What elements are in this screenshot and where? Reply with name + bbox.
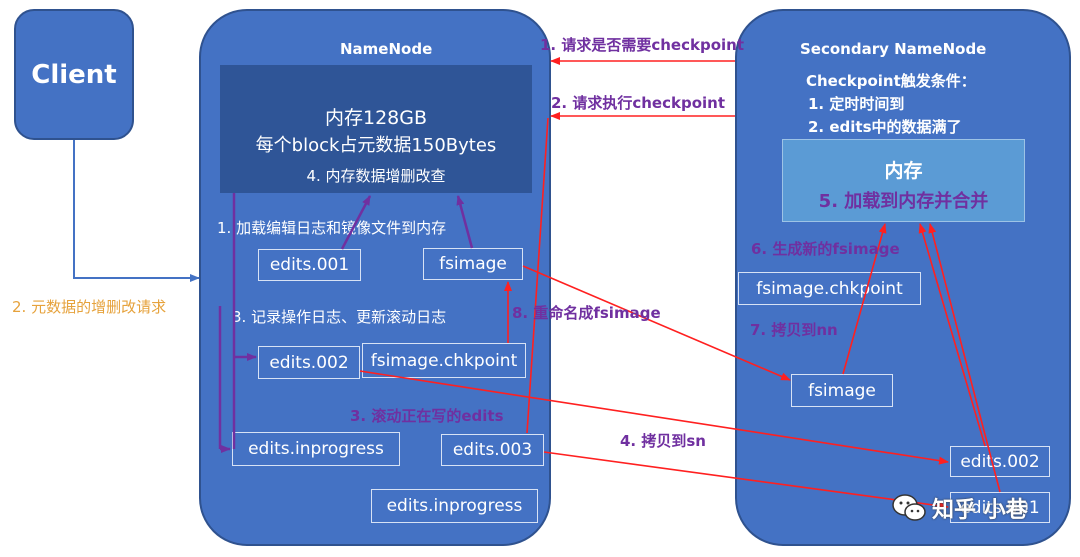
namenode-title: NameNode: [340, 40, 433, 58]
wechat-icon: [892, 494, 926, 521]
nn-edits001-file: edits.001: [258, 249, 361, 281]
sn-fsimage-to-memory: [842, 223, 887, 375]
arrow-2-label: 2. 请求执行checkpoint: [551, 94, 726, 112]
secondary-title: Secondary NameNode: [800, 40, 987, 58]
sn-edits002-file: edits.002: [950, 446, 1050, 477]
secondary-memory: 内存 5. 加载到内存并合并: [782, 139, 1025, 222]
nn-edits003-file: edits.003: [441, 434, 544, 466]
namenode-memory: 内存128GB 每个block占元数据150Bytes 4. 内存数据增删改查: [220, 65, 532, 193]
nn-edits-inprogress-file: edits.inprogress: [232, 432, 400, 466]
arrow-3-roll-edits: [526, 117, 549, 434]
edits001-to-memory: [340, 195, 372, 250]
watermark: 知乎 小巷: [892, 492, 1028, 524]
step3-record-label: 3. 记录操作日志、更新滚动日志: [232, 308, 447, 326]
memory-size: 内存128GB: [324, 107, 428, 129]
nn-edits-inprogress-new-file: edits.inprogress: [371, 489, 538, 523]
copy-fsimage-to-sn: [522, 265, 791, 381]
watermark-text: 知乎 小巷: [932, 498, 1028, 523]
fsimage-to-memory: [456, 195, 474, 249]
sn-fsimage-file: fsimage: [791, 374, 893, 407]
arrow-4-copy-edits003: [543, 451, 949, 510]
arrow-7-copy-to-nn: [523, 364, 893, 384]
checkpoint-condition-1: 1. 定时时间到: [808, 95, 905, 113]
checkpoint-condition-2: 2. edits中的数据满了: [808, 118, 962, 136]
arrow-1-label: 1. 请求是否需要checkpoint: [540, 36, 745, 54]
secondary-memory-merge: 5. 加载到内存并合并: [818, 191, 989, 212]
arrow-6-label: 6. 生成新的fsimage: [751, 240, 900, 258]
sn-edits001-to-memory: [928, 223, 1001, 493]
sn-fsimage-chkpoint-file: fsimage.chkpoint: [738, 272, 921, 305]
sn-edits001-file: edits.001: [950, 492, 1050, 523]
nn-fsimage-file: fsimage: [423, 248, 523, 280]
step1-load-label: 1. 加载编辑日志和镜像文件到内存: [217, 219, 447, 237]
memory-crud: 4. 内存数据增删改查: [306, 167, 446, 185]
client-request-arrow: [73, 140, 200, 282]
nn-edits002-file: edits.002: [258, 346, 360, 379]
arrow-4-copy-edits002: [359, 370, 949, 465]
arrow-8-label: 8. 重命名成fsimage: [512, 304, 661, 322]
arrow-3-label: 3. 滚动正在写的edits: [350, 407, 504, 425]
client-label: Client: [31, 59, 117, 90]
sn-edits002-to-memory: [918, 223, 986, 447]
memory-block-note: 每个block占元数据150Bytes: [255, 135, 497, 156]
client-node: Client: [14, 9, 134, 140]
secondary-memory-title: 内存: [884, 160, 923, 182]
arrow-7-label: 7. 拷贝到nn: [750, 321, 838, 339]
checkpoint-condition-title: Checkpoint触发条件：: [806, 72, 976, 90]
arrow-4-label: 4. 拷贝到sn: [620, 432, 706, 450]
nn-fsimage-chkpoint-file: fsimage.chkpoint: [362, 343, 526, 378]
client-request-label: 2. 元数据的增删改请求: [12, 298, 167, 316]
